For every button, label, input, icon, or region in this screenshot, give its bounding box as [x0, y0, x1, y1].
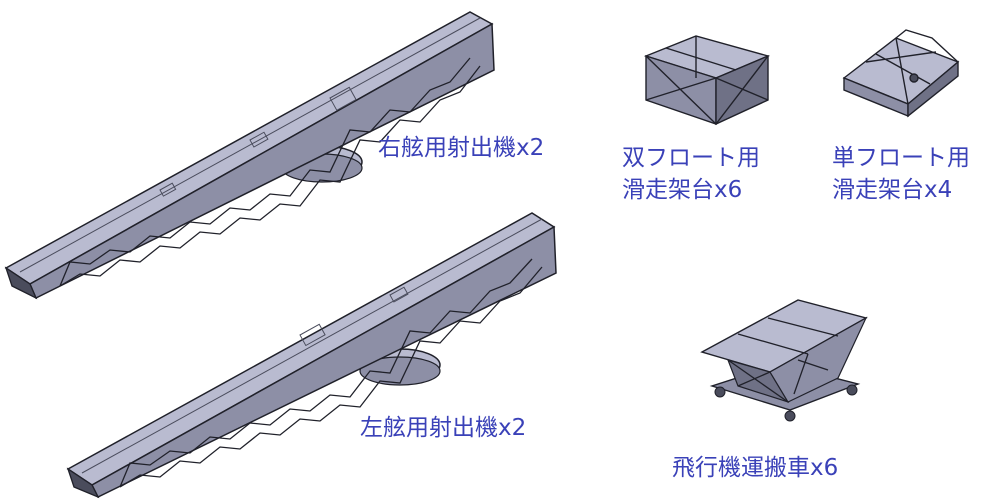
left-catapult-label: 左舷用射出機x2	[360, 415, 527, 441]
left-catapult-model	[60, 205, 560, 500]
single-float-cradle-model	[836, 28, 966, 120]
twin-float-cradle-model	[636, 28, 776, 128]
right-catapult-label: 右舷用射出機x2	[378, 135, 545, 161]
twin-float-cradle-label: 双フロート用 滑走架台x6	[622, 145, 760, 203]
right-catapult-model	[0, 0, 500, 300]
single-float-cradle-label: 単フロート用 滑走架台x4	[832, 145, 970, 203]
aircraft-cart-label: 飛行機運搬車x6	[672, 455, 839, 481]
aircraft-cart-model	[698, 290, 870, 430]
